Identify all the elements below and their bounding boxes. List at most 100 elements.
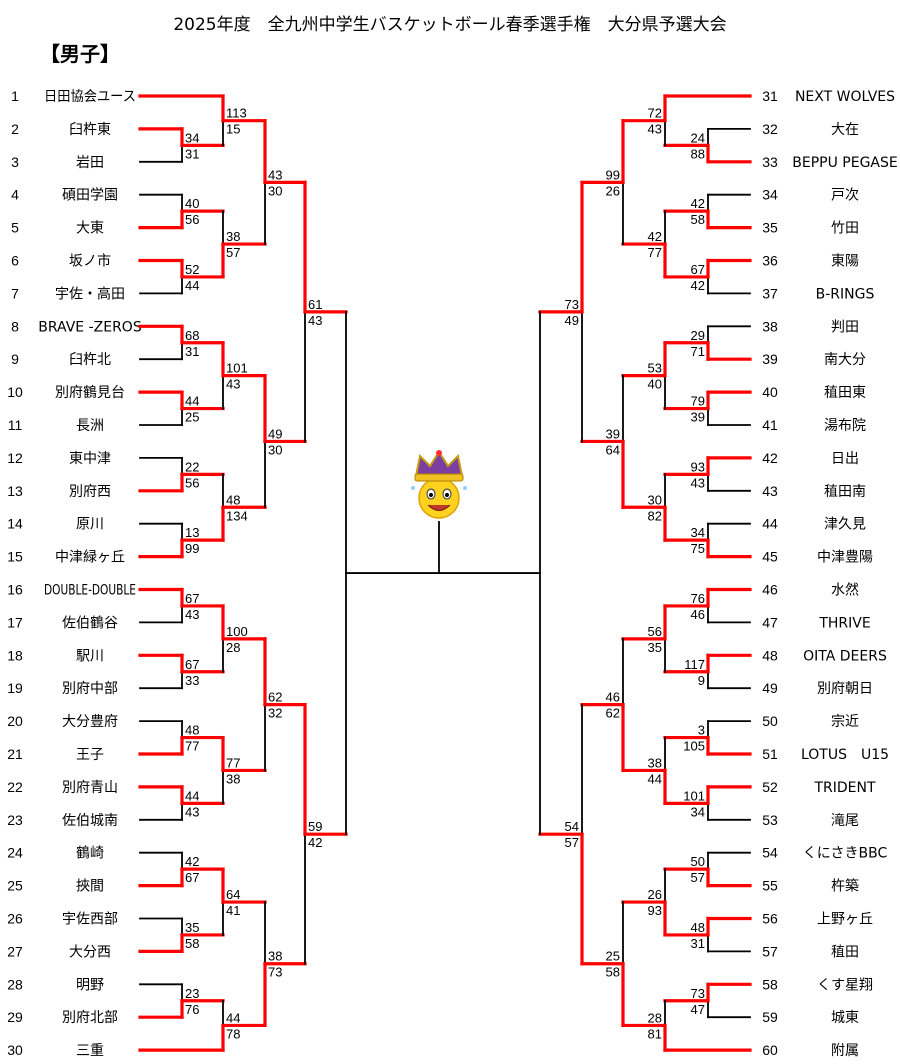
match-score: 39	[691, 410, 705, 425]
match-score: 34	[691, 804, 705, 819]
team-seed-number: 52	[762, 779, 778, 795]
team-seed-number: 56	[762, 911, 778, 927]
team-seed-number: 35	[762, 220, 778, 236]
match-score: 58	[185, 936, 199, 951]
team-name: 臼杵東	[69, 122, 111, 138]
team-name: DOUBLE-DOUBLE	[44, 583, 136, 599]
match-score: 46	[691, 607, 705, 622]
team-name: 稙田南	[824, 483, 866, 500]
champion-mascot-icon	[411, 450, 467, 519]
match-score: 23	[185, 986, 199, 1001]
match-score: 57	[691, 870, 705, 885]
team-seed-number: 14	[7, 516, 23, 532]
team-seed-number: 9	[11, 351, 19, 367]
match-score: 43	[691, 475, 705, 490]
match-score: 101	[683, 788, 705, 803]
match-score: 62	[268, 690, 282, 705]
match-score: 26	[606, 183, 620, 198]
team-name: 日出	[831, 451, 859, 467]
team-seed-number: 30	[7, 1042, 23, 1058]
team-seed-number: 40	[762, 384, 778, 400]
team-seed-number: 24	[7, 845, 23, 861]
match-score: 33	[185, 673, 199, 688]
match-score: 73	[565, 297, 579, 312]
match-score: 56	[648, 624, 662, 639]
match-score: 67	[185, 657, 199, 672]
team-name: 原川	[76, 517, 104, 533]
division-label: 【男子】	[40, 42, 120, 66]
match-score: 43	[185, 804, 199, 819]
page-title: 2025年度 全九州中学生バスケットボール春季選手権 大分県予選大会	[173, 15, 727, 35]
team-seed-number: 41	[762, 417, 778, 433]
match-score: 93	[648, 903, 662, 918]
match-score: 13	[185, 525, 199, 540]
team-name: 滝尾	[831, 813, 859, 829]
match-score: 76	[691, 591, 705, 606]
match-score: 48	[691, 920, 705, 935]
team-name: 湯布院	[824, 417, 866, 434]
team-seed-number: 19	[7, 680, 23, 696]
team-name: 別府青山	[62, 780, 118, 796]
team-seed-number: 48	[762, 647, 778, 663]
match-score: 56	[185, 212, 199, 227]
match-score: 15	[226, 122, 240, 137]
team-seed-number: 33	[762, 154, 778, 170]
team-name: 長洲	[76, 418, 104, 434]
team-name: 宇佐西部	[62, 912, 118, 928]
team-name: BRAVE -ZEROS	[38, 319, 142, 335]
team-seed-number: 17	[7, 614, 23, 630]
match-score: 48	[226, 492, 240, 507]
team-name: 別府鶴見台	[55, 384, 125, 401]
team-name: 水然	[831, 582, 859, 599]
team-name: 別府西	[69, 484, 111, 500]
team-seed-number: 21	[7, 746, 23, 762]
match-score: 67	[691, 262, 705, 277]
match-score: 30	[268, 183, 282, 198]
match-score: 22	[185, 459, 199, 474]
team-seed-number: 58	[762, 976, 778, 992]
team-name: 別府北部	[62, 1010, 118, 1026]
match-score: 113	[226, 106, 247, 121]
team-seed-number: 5	[11, 220, 19, 236]
match-score: 25	[606, 949, 620, 964]
team-name: 別府中部	[62, 681, 118, 697]
team-seed-number: 60	[762, 1042, 778, 1058]
team-name: 城東	[831, 1010, 859, 1026]
team-seed-number: 49	[762, 680, 778, 696]
team-name: 大分豊府	[62, 714, 118, 730]
match-score: 9	[698, 673, 705, 688]
match-score: 35	[648, 640, 662, 655]
match-score: 77	[185, 739, 199, 754]
match-score: 77	[226, 755, 240, 770]
team-name: 王子	[76, 747, 104, 763]
match-score: 38	[226, 771, 240, 786]
team-seed-number: 26	[7, 911, 23, 927]
match-score: 43	[268, 167, 282, 182]
team-name: 戸次	[831, 188, 859, 204]
team-seed-number: 55	[762, 878, 778, 894]
team-name: くにさきBBC	[803, 846, 888, 862]
team-name: 上野ヶ丘	[817, 912, 873, 928]
match-score: 67	[185, 591, 199, 606]
team-seed-number: 2	[11, 121, 19, 137]
match-score: 67	[185, 870, 199, 885]
match-score: 88	[691, 146, 705, 161]
match-score: 79	[691, 394, 705, 409]
team-name: 三重	[76, 1043, 104, 1059]
team-name: 附属	[831, 1043, 859, 1059]
match-score: 50	[691, 854, 705, 869]
match-score: 100	[226, 624, 248, 639]
team-name: 宇佐・高田	[55, 285, 125, 302]
team-seed-number: 4	[11, 187, 19, 203]
match-score: 59	[308, 819, 322, 834]
match-score: 43	[226, 377, 240, 392]
match-score: 78	[226, 1026, 240, 1041]
team-seed-number: 45	[762, 549, 778, 565]
match-score: 42	[308, 835, 322, 850]
match-score: 64	[226, 887, 240, 902]
match-score: 73	[691, 986, 705, 1001]
team-name: THRIVE	[818, 615, 870, 631]
match-score: 77	[648, 245, 662, 260]
team-seed-number: 31	[762, 88, 778, 104]
